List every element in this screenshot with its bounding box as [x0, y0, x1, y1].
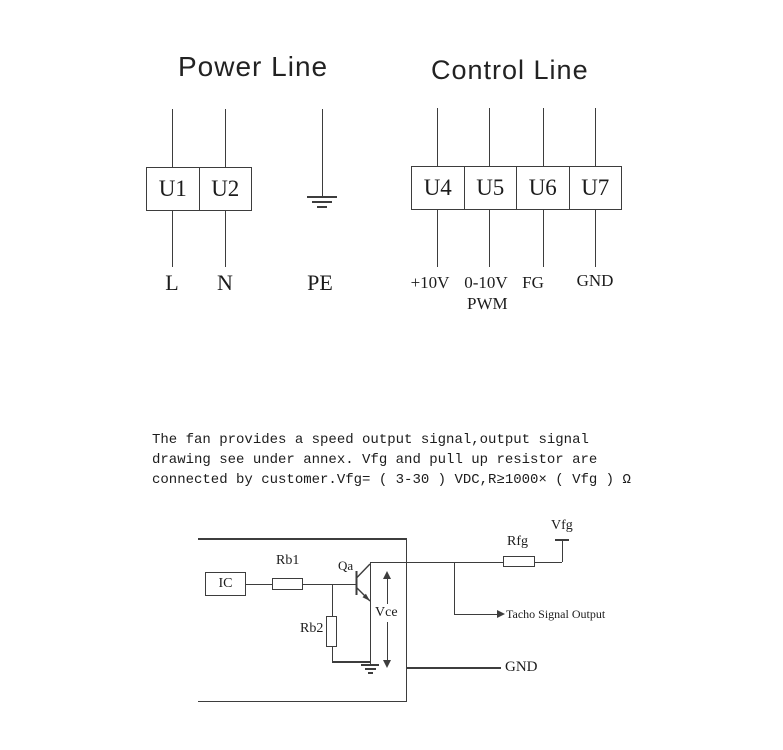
enclosure-top-edge: [198, 538, 407, 540]
enclosure-bottom-edge: [198, 700, 407, 702]
wire: [488, 108, 490, 166]
terminal-cell-u6: U6: [516, 167, 569, 209]
control-line-title: Control Line: [431, 55, 589, 85]
wire: [303, 583, 356, 585]
annex-note-line2: drawing see under annex. Vfg and pull up…: [152, 452, 598, 468]
wire: [436, 210, 438, 267]
vfg-label: Vfg: [551, 518, 573, 533]
wire: [332, 661, 370, 663]
wire: [224, 109, 226, 167]
resistor-rb1: [272, 578, 303, 590]
annex-note-line1: The fan provides a speed output signal,o…: [152, 432, 589, 448]
pin-label-fg: FG: [522, 273, 544, 292]
resistor-rb1-label: Rb1: [276, 553, 300, 568]
wire: [224, 211, 226, 267]
terminal-cell-u4: U4: [423, 175, 452, 200]
pin-label-pwm: PWM: [467, 294, 508, 313]
wire: [369, 562, 371, 665]
vce-label: Vce: [373, 604, 400, 622]
wire: [171, 109, 173, 167]
resistor-rb2-label: Rb2: [300, 621, 324, 636]
tacho-output-label: Tacho Signal Output: [506, 607, 606, 621]
wire: [594, 108, 596, 166]
terminal-cell-u7: U7: [568, 167, 622, 209]
wire: [594, 210, 596, 267]
annex-note: The fan provides a speed output signal,o…: [152, 430, 631, 490]
wire: [454, 613, 497, 615]
power-line-title: Power Line: [178, 51, 329, 82]
resistor-rfg-label: Rfg: [507, 534, 528, 549]
wire: [453, 562, 455, 614]
transistor-label: Qa: [338, 558, 354, 573]
annex-note-line3: connected by customer.Vfg= ( 3-30 ) VDC,…: [152, 472, 631, 488]
terminal-cell-u5: U5: [463, 167, 517, 209]
wire: [535, 561, 562, 563]
circuit-gnd-label: GND: [505, 659, 538, 675]
enclosure-right-edge: [405, 538, 407, 702]
pin-label-gnd: GND: [576, 271, 614, 290]
vfg-terminal-cap: [555, 539, 569, 541]
wire: [331, 584, 333, 616]
wire: [407, 667, 501, 669]
wire: [246, 583, 272, 585]
control-terminal-block: U4 U5 U6 U7: [411, 166, 622, 210]
wire: [542, 210, 544, 267]
wire: [436, 108, 438, 166]
pin-label-0-10v: 0-10V: [464, 273, 508, 292]
pin-label-n: N: [217, 270, 233, 295]
wire: [321, 109, 323, 196]
resistor-rb2: [326, 616, 337, 647]
wire: [561, 540, 563, 562]
terminal-cell-u2: U2: [198, 168, 252, 210]
wire: [331, 647, 333, 662]
terminal-cell-u1: U1: [158, 176, 187, 201]
pin-label-10v: +10V: [410, 273, 450, 292]
wire: [370, 561, 503, 563]
transistor-icon: [355, 563, 371, 602]
pin-label-l: L: [165, 270, 179, 295]
wire: [542, 108, 544, 166]
wire: [171, 211, 173, 267]
tacho-arrow-icon: [497, 610, 505, 618]
resistor-rfg: [503, 556, 535, 567]
ic-block: IC: [205, 572, 246, 596]
wire: [488, 210, 490, 267]
power-terminal-block: U1 U2: [146, 167, 252, 211]
pin-label-pe: PE: [307, 270, 333, 295]
